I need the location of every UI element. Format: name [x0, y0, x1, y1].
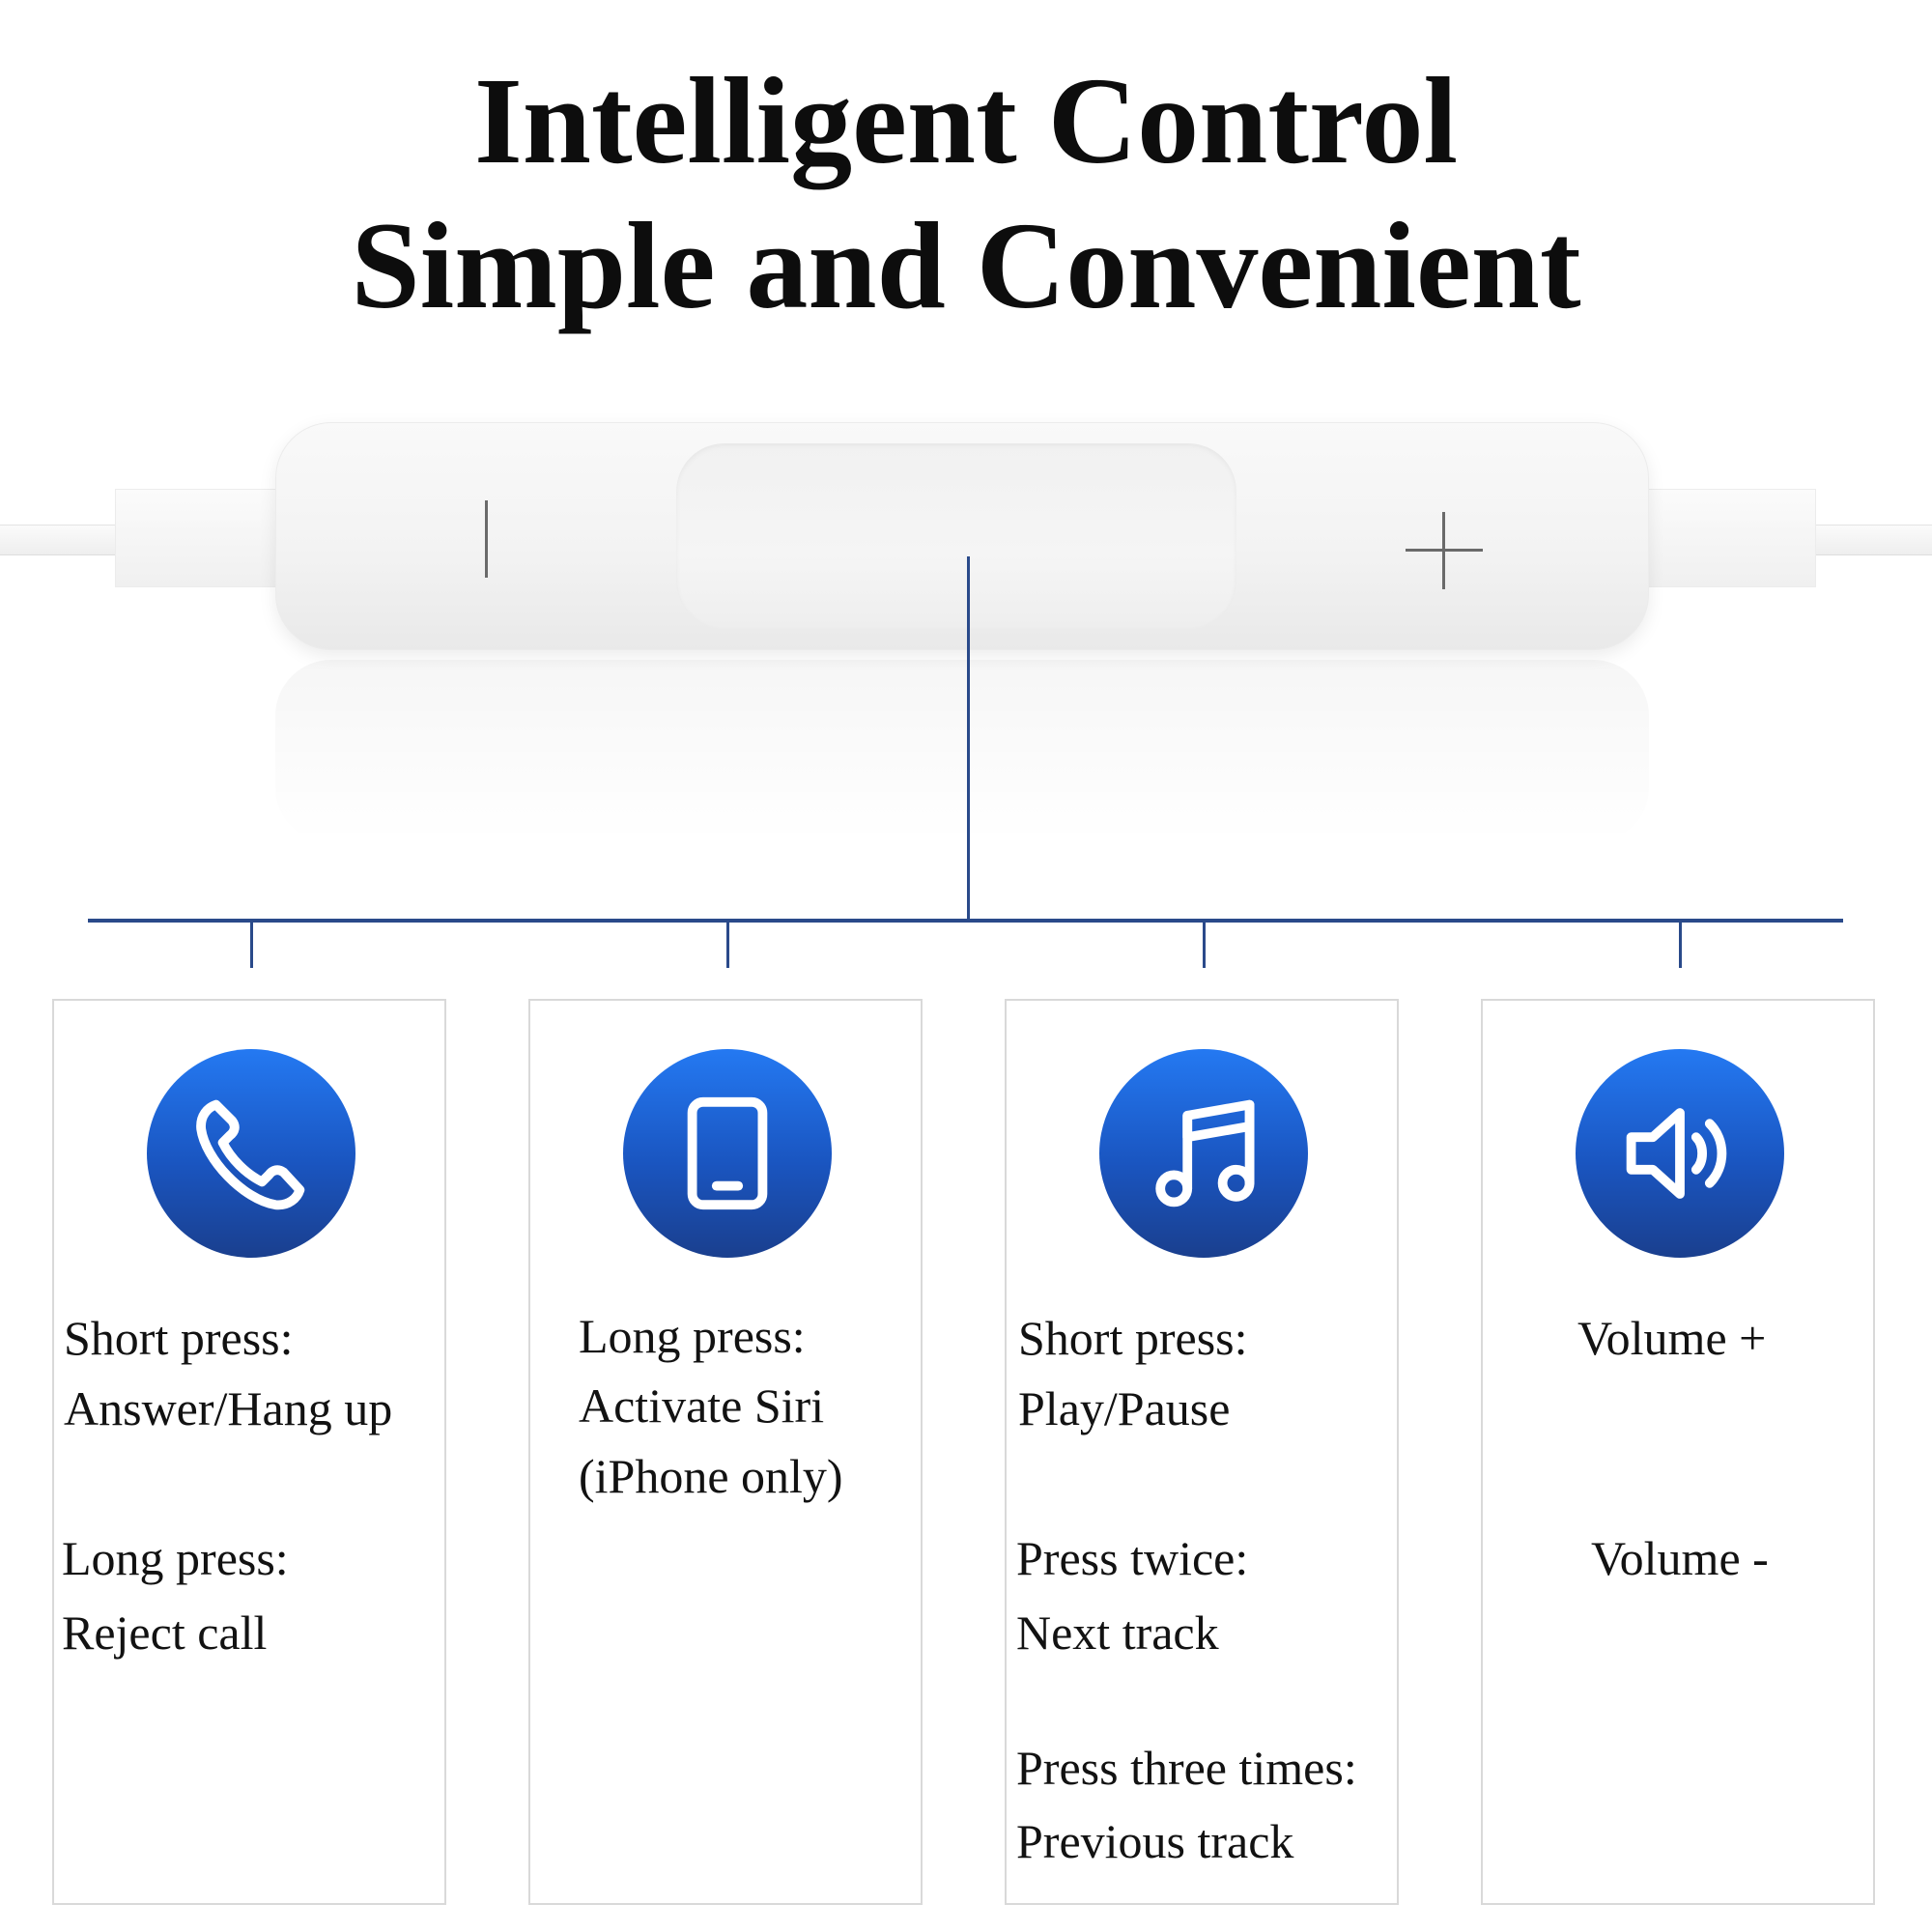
card-call-control: Short press: Answer/Hang up Long press: …: [52, 999, 446, 1905]
card-4-line-1: Volume +: [1577, 1311, 1767, 1365]
connector-drop-3: [1203, 921, 1206, 968]
card-siri-control: Long press: Activate Siri (iPhone only): [528, 999, 923, 1905]
remote-reflection: [275, 660, 1649, 843]
connector-drop-4: [1679, 921, 1682, 968]
cable-collar-left: [115, 489, 283, 587]
title-line-2: Simple and Convenient: [351, 197, 1581, 334]
card-3-line-4: Next track: [1016, 1605, 1219, 1660]
phone-icon: [147, 1049, 355, 1258]
card-3-line-3: Press twice:: [1016, 1531, 1249, 1585]
card-2-line-3: (iPhone only): [579, 1449, 843, 1503]
connector-vertical-main: [967, 556, 970, 922]
minus-icon: [485, 500, 488, 578]
card-1-line-2: Answer/Hang up: [64, 1381, 393, 1435]
music-note-icon: [1099, 1049, 1308, 1258]
connector-drop-2: [726, 921, 729, 968]
connector-drop-1: [250, 921, 253, 968]
card-2-line-2: Activate Siri: [579, 1378, 825, 1433]
card-1-line-1: Short press:: [64, 1311, 294, 1365]
connector-horizontal: [88, 919, 1843, 923]
card-3-line-6: Previous track: [1016, 1814, 1294, 1868]
tablet-icon: [623, 1049, 832, 1258]
card-media-control: Short press: Play/Pause Press twice: Nex…: [1005, 999, 1399, 1905]
plus-icon: [1406, 512, 1483, 589]
cable-left: [0, 525, 121, 555]
speaker-icon: [1576, 1049, 1784, 1258]
center-button: [676, 443, 1236, 629]
card-3-line-5: Press three times:: [1016, 1741, 1357, 1795]
card-4-line-2: Volume -: [1591, 1531, 1769, 1585]
card-3-line-1: Short press:: [1018, 1311, 1248, 1365]
cable-right: [1811, 525, 1932, 555]
title-line-1: Intelligent Control: [473, 52, 1459, 189]
card-volume-control: Volume + Volume -: [1481, 999, 1875, 1905]
card-1-line-4: Reject call: [62, 1605, 268, 1660]
cable-collar-right: [1642, 489, 1816, 587]
card-3-line-2: Play/Pause: [1018, 1381, 1231, 1435]
card-1-line-3: Long press:: [62, 1531, 289, 1585]
card-2-line-1: Long press:: [579, 1309, 806, 1363]
